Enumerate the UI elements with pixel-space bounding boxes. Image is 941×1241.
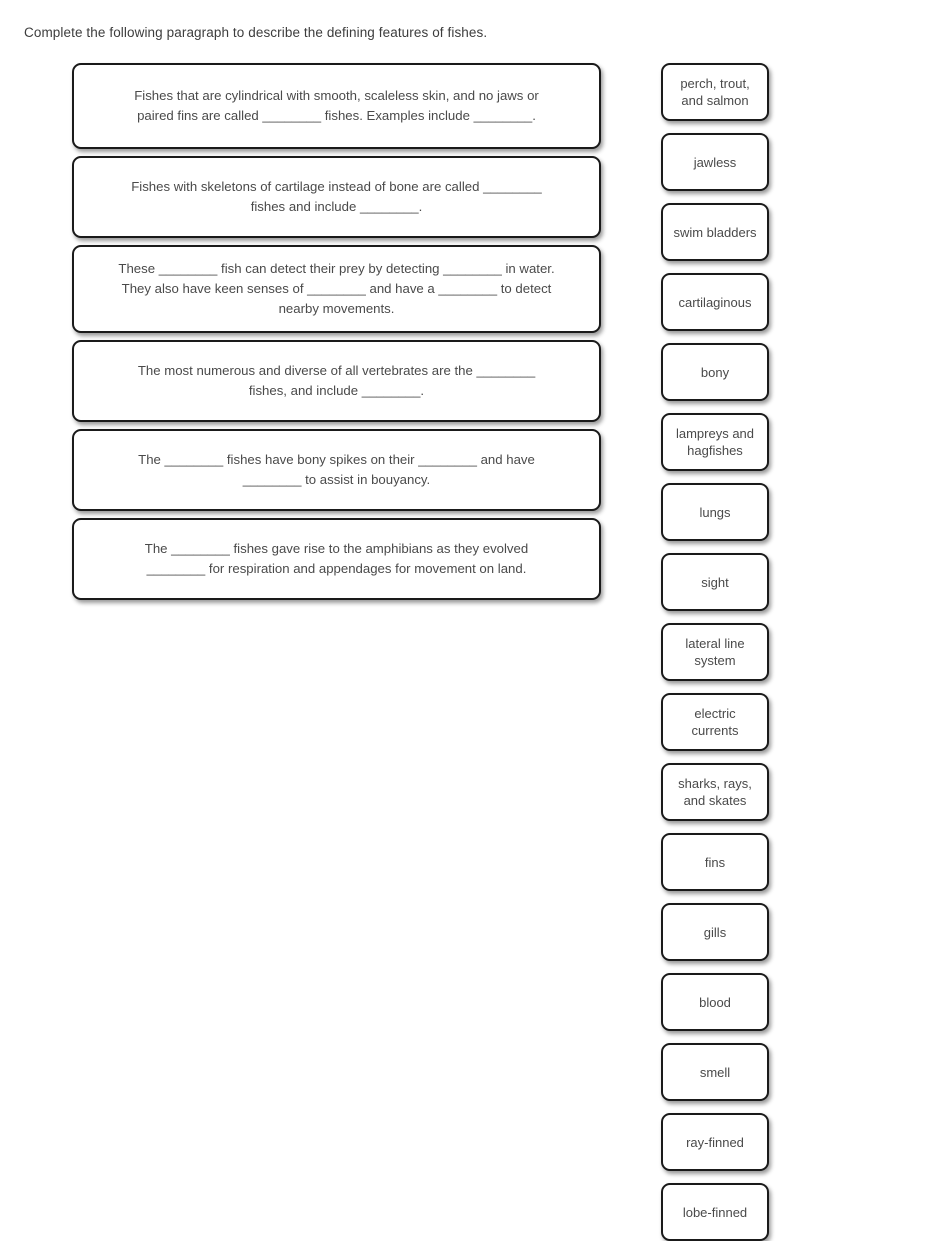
answer-tile-label: jawless (693, 154, 737, 170)
answer-tile-lobe-finned[interactable]: lobe-finned (661, 1183, 769, 1241)
answer-tile-bony[interactable]: bony (661, 343, 769, 401)
page-title: Complete the following paragraph to desc… (24, 25, 488, 40)
answer-tile-label: bony (700, 364, 730, 380)
answer-tile-label: lungs (699, 504, 731, 520)
answer-tile-fins[interactable]: fins (661, 833, 769, 891)
answer-tile-label: lobe-finned (682, 1204, 748, 1220)
paragraph-drop-zone-5[interactable]: The ________ fishes have bony spikes on … (72, 429, 601, 511)
paragraph-text-3: These ________ fish can detect their pre… (118, 261, 555, 316)
answer-tile-lungs[interactable]: lungs (661, 483, 769, 541)
answer-tile-label: blood (699, 994, 731, 1010)
paragraph-text-6: The ________ fishes gave rise to the amp… (144, 541, 529, 576)
answer-tile-blood[interactable]: blood (661, 973, 769, 1031)
paragraph-drop-zone-6[interactable]: The ________ fishes gave rise to the amp… (72, 518, 601, 600)
answer-tile-label: ray-finned (686, 1134, 744, 1150)
answer-tile-cartilaginous[interactable]: cartilaginous (661, 273, 769, 331)
paragraph-drop-zone-2[interactable]: Fishes with skeletons of cartilage inste… (72, 156, 601, 238)
answer-tile-label: sight (701, 574, 729, 590)
answer-tile-label: lateral line system (685, 636, 745, 668)
paragraph-drop-zone-1[interactable]: Fishes that are cylindrical with smooth,… (72, 63, 601, 149)
answer-tile-jawless[interactable]: jawless (661, 133, 769, 191)
answer-tile-bank: perch, trout, and salmon jawless swim bl… (661, 63, 889, 1241)
paragraph-drop-zone-4[interactable]: The most numerous and diverse of all ver… (72, 340, 601, 422)
paragraph-text-2: Fishes with skeletons of cartilage inste… (131, 179, 542, 214)
answer-tile-label: perch, trout, and salmon (680, 76, 750, 108)
answer-tile-label: fins (704, 854, 726, 870)
answer-tile-label: electric currents (691, 706, 739, 738)
answer-tile-label: swim bladders (673, 224, 757, 240)
answer-tile-label: smell (699, 1064, 731, 1080)
paragraph-drop-zone-3[interactable]: These ________ fish can detect their pre… (72, 245, 601, 333)
answer-tile-label: gills (703, 924, 727, 940)
answer-tile-sight[interactable]: sight (661, 553, 769, 611)
answer-tile-sharks-rays-and-skates[interactable]: sharks, rays, and skates (661, 763, 769, 821)
answer-tile-electric-currents[interactable]: electric currents (661, 693, 769, 751)
answer-tile-label: cartilaginous (678, 294, 752, 310)
answer-tile-label: lampreys and hagfishes (675, 426, 755, 458)
answer-tile-ray-finned[interactable]: ray-finned (661, 1113, 769, 1171)
paragraph-list: Fishes that are cylindrical with smooth,… (72, 63, 601, 607)
answer-tile-label: sharks, rays, and skates (678, 776, 752, 808)
answer-tile-smell[interactable]: smell (661, 1043, 769, 1101)
answer-tile-swim-bladders[interactable]: swim bladders (661, 203, 769, 261)
paragraph-text-1: Fishes that are cylindrical with smooth,… (134, 88, 539, 123)
paragraph-text-5: The ________ fishes have bony spikes on … (138, 452, 535, 487)
paragraph-text-4: The most numerous and diverse of all ver… (137, 363, 536, 398)
answer-tile-lampreys-and-hagfishes[interactable]: lampreys and hagfishes (661, 413, 769, 471)
answer-tile-gills[interactable]: gills (661, 903, 769, 961)
answer-tile-perch-trout-and-salmon[interactable]: perch, trout, and salmon (661, 63, 769, 121)
